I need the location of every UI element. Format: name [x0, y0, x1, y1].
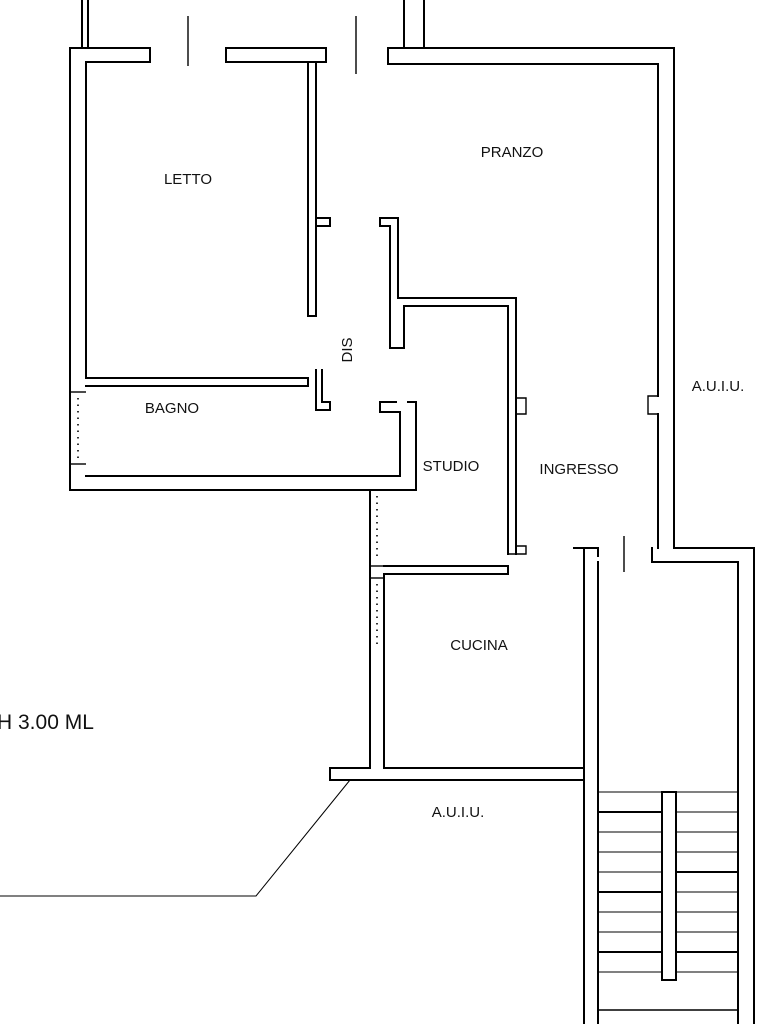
top-adjacent-walls	[81, 0, 425, 49]
label-auiu-right: A.U.I.U.	[692, 378, 745, 395]
label-auiu-bottom: A.U.I.U.	[432, 804, 485, 821]
label-bagno: BAGNO	[145, 400, 199, 417]
label-studio: STUDIO	[423, 458, 480, 475]
staircase	[597, 791, 739, 1011]
room-labels: LETTO PRANZO DIS BAGNO STUDIO INGRESSO C…	[0, 144, 744, 821]
windows	[70, 391, 384, 648]
label-cucina: CUCINA	[450, 637, 508, 654]
outer-walls	[69, 47, 755, 1024]
label-pranzo: PRANZO	[481, 144, 544, 161]
interior-walls	[85, 61, 527, 575]
label-height-note: H 3.00 ML	[0, 711, 94, 734]
outdoor-boundary-line	[0, 779, 351, 897]
label-dis: DIS	[339, 337, 356, 362]
label-letto: LETTO	[164, 171, 212, 188]
label-ingresso: INGRESSO	[539, 461, 618, 478]
door-ticks	[187, 16, 625, 572]
